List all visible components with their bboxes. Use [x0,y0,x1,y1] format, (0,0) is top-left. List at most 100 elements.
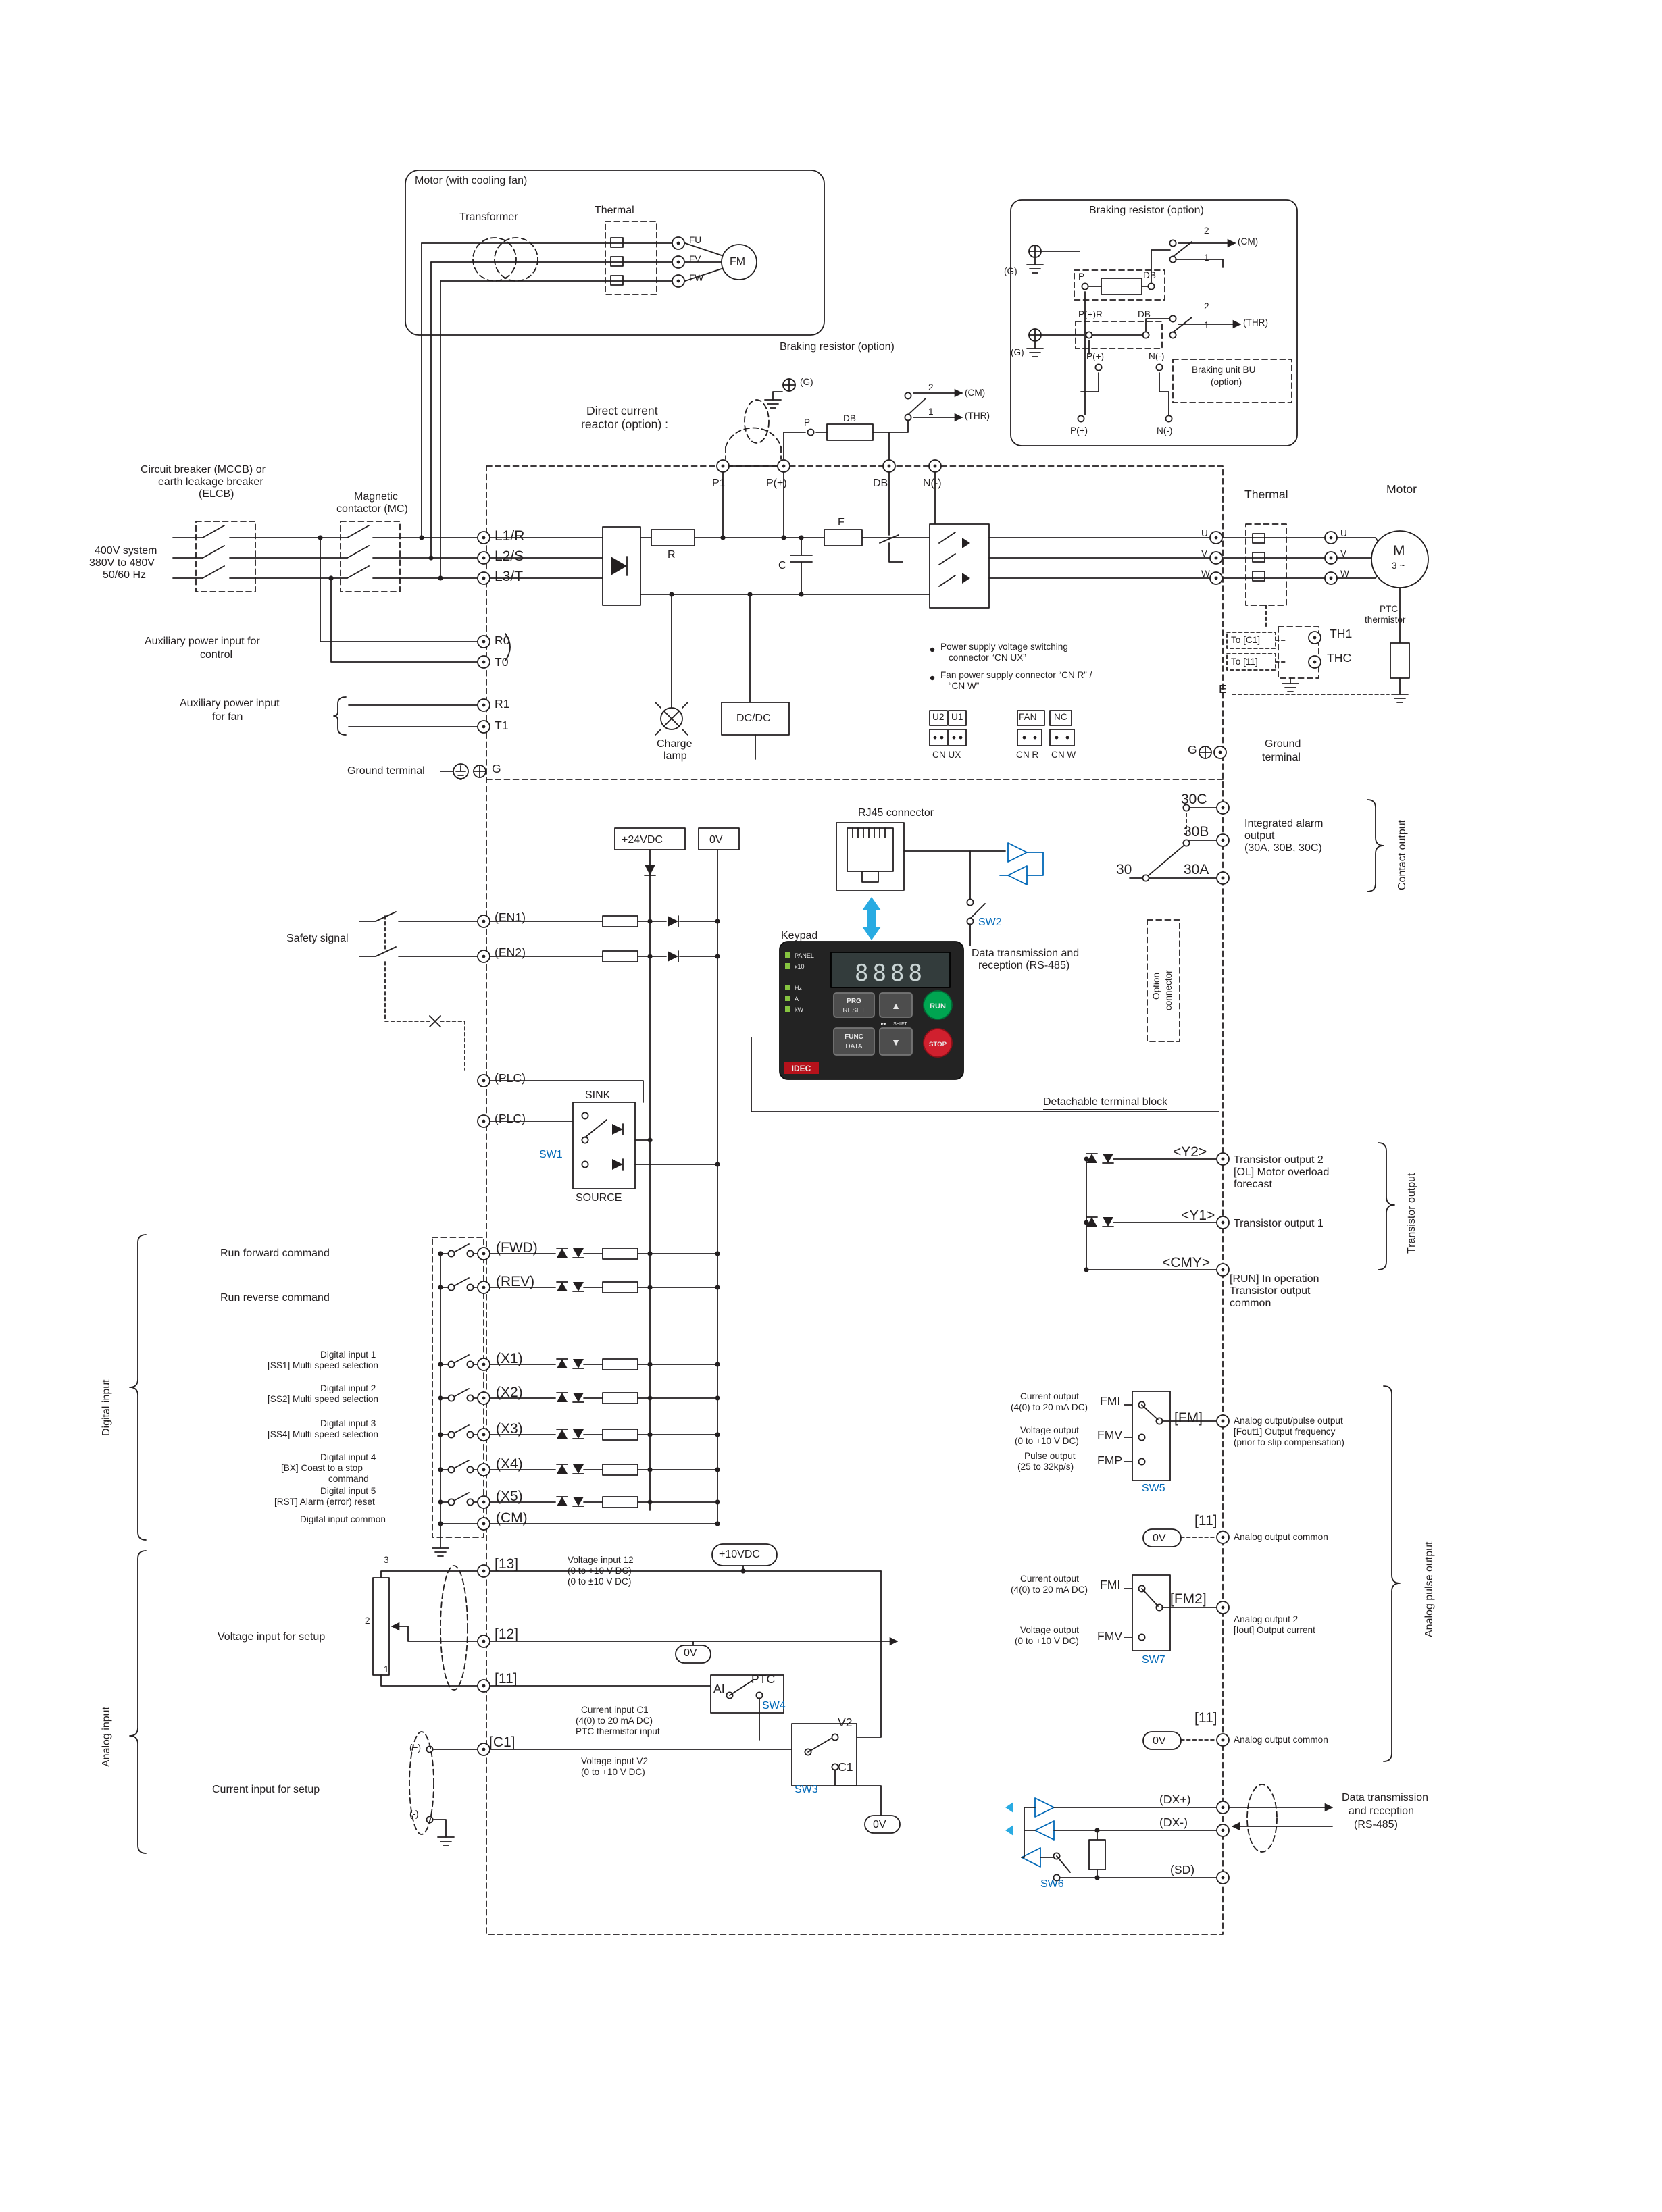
cmy-text-1: [RUN] In operation [1230,1272,1319,1285]
rs485-bottom-text-2: and reception [1349,1805,1414,1817]
sw1-label: SW1 [539,1148,563,1160]
digital-input-rotated-label: Digital input [100,1379,112,1436]
fm1-current-2: (4(0) to 20 mA DC) [1011,1404,1088,1413]
terminal-fu-label: FU [689,236,702,246]
terminal-30b-label: 30B [1184,824,1209,840]
ground-terminal-right-1: Ground [1265,738,1301,750]
pot-1-label: 1 [384,1666,389,1675]
voltage-input-setup-label: Voltage input for setup [218,1630,326,1643]
alarm-text-3: (30A, 30B, 30C) [1244,842,1322,854]
keypad-func-data-button[interactable] [833,1027,875,1056]
cn-note-4: “CN W” [949,682,980,692]
terminal-t1-label: T1 [495,719,509,732]
rj45-label: RJ45 connector [858,806,934,819]
keypad-stop-button[interactable] [923,1028,953,1058]
thc-label: THC [1327,651,1352,665]
terminal-nminus-label: N(-) [923,477,942,489]
braking-right-1b: 1 [1204,321,1209,331]
th1-label: TH1 [1330,627,1353,640]
keypad-indicator-panel: PANEL [795,952,814,959]
cn-note-1: Power supply voltage switching [940,643,1068,652]
y2-text-3: forecast [1234,1178,1272,1190]
terminal-db-label: DB [873,477,888,489]
fm2-voltage-2: (0 to +10 V DC) [1015,1637,1079,1647]
terminal-dxm-label: (DX-) [1159,1816,1188,1829]
braking-right-pp2: P(+) [1070,427,1088,436]
to-11-label: To [11] [1231,658,1258,667]
fm1-pulse-2: (25 to 32kp/s) [1017,1463,1074,1472]
keypad-brand-logo: IDEC [792,1064,811,1073]
keypad-data-label: DATA [845,1043,863,1050]
terminal-11-label: [11] [495,1671,518,1687]
fm2-fmv-label: FMV [1097,1629,1123,1643]
resistor-r-label: R [668,548,676,561]
rail-0v-label: 0V [709,833,723,846]
ground-g-right: G [1188,743,1197,756]
y2-text-1: Transistor output 2 [1234,1154,1324,1166]
rj45-graphic [836,822,1044,946]
fuse-f-label: F [838,516,845,528]
cmy-text-3: common [1230,1297,1271,1309]
terminal-30a-label: 30A [1184,862,1209,878]
terminal-l2s-label: L2/S [495,548,524,565]
dc-reactor-graphic [725,427,782,467]
terminal-x3-label: (X3) [496,1421,523,1437]
pot-3-label: 3 [384,1556,389,1566]
analog-output-common-1: Analog output common [1234,1533,1328,1543]
terminal-30-label: 30 [1116,862,1132,878]
braking-right-nm2: N(-) [1157,427,1173,436]
phase-v-right: V [1340,550,1347,559]
keypad-prg-reset-button[interactable] [833,992,875,1018]
terminal-12-label: [12] [495,1626,519,1643]
v2-switch-label: V2 [838,1716,853,1729]
braking-right-pr: P(+)R [1078,311,1103,320]
terminal-y2-label: <Y2> [1173,1144,1207,1160]
terminal-cmy-label: <CMY> [1162,1255,1211,1271]
keypad-label: Keypad [781,929,818,942]
alarm-text-1: Integrated alarm [1244,817,1324,829]
keypad-shift-arrows-icon: ▸▸ [881,1021,886,1027]
thermal-right-label: Thermal [1244,488,1288,501]
analog-0v-1-label: 0V [684,1647,697,1659]
main-enclosure [486,465,1224,1935]
capacitor-c-label: C [778,559,786,571]
ai-label: AI [713,1682,725,1695]
digital-input-1b: [SS1] Multi speed selection [268,1362,378,1371]
terminal-c1-label: [C1] [489,1734,515,1751]
rs485-bottom-text-1: Data transmission [1342,1791,1429,1803]
analog-pulse-output-rotated-label: Analog pulse output [1423,1541,1435,1637]
alarm-text-2: output [1244,829,1275,842]
contactor-label-2: contactor (MC) [336,503,408,515]
braking-resistor-right-graphic [1010,199,1298,446]
fm1-output-graphic [1124,1391,1230,1547]
phase-u-right: U [1340,530,1347,539]
braking-right-g2: (G) [1011,349,1024,358]
pot-2-label: 2 [365,1617,370,1626]
keypad-run-button[interactable] [923,990,953,1020]
phase-v-left: V [1201,550,1208,559]
transistor-output-graphic [1084,1142,1395,1277]
charge-lamp-label-2: lamp [663,750,687,762]
keypad-up-button[interactable] [879,992,913,1018]
keypad-down-button[interactable] [879,1027,913,1056]
motor-box-graphic [405,170,825,581]
fm1-11-label: [11] [1194,1513,1217,1529]
braking-right-2a: 2 [1204,227,1209,236]
cn-note-2: connector “CN UX” [949,654,1026,663]
terminal-fv-label: FV [689,255,701,265]
to-c1-label: To [C1] [1231,636,1261,646]
breaker-label-3: (ELCB) [199,488,234,500]
terminal-fm-label: [FM] [1174,1410,1203,1426]
aux-control-label-2: control [200,648,233,661]
source-label: SOURCE [576,1191,622,1204]
fm2-right-2: [Iout] Output current [1234,1626,1315,1636]
braking-right-cm: (CM) [1238,238,1259,247]
phase-u-left: U [1201,530,1208,539]
run-forward-label: Run forward command [220,1247,330,1259]
digital-inputs-graphic [129,1234,720,1557]
analog-0v-2-label: 0V [873,1818,886,1830]
cn-nc-label: NC [1054,713,1067,723]
braking-right-db: DB [1143,272,1156,281]
